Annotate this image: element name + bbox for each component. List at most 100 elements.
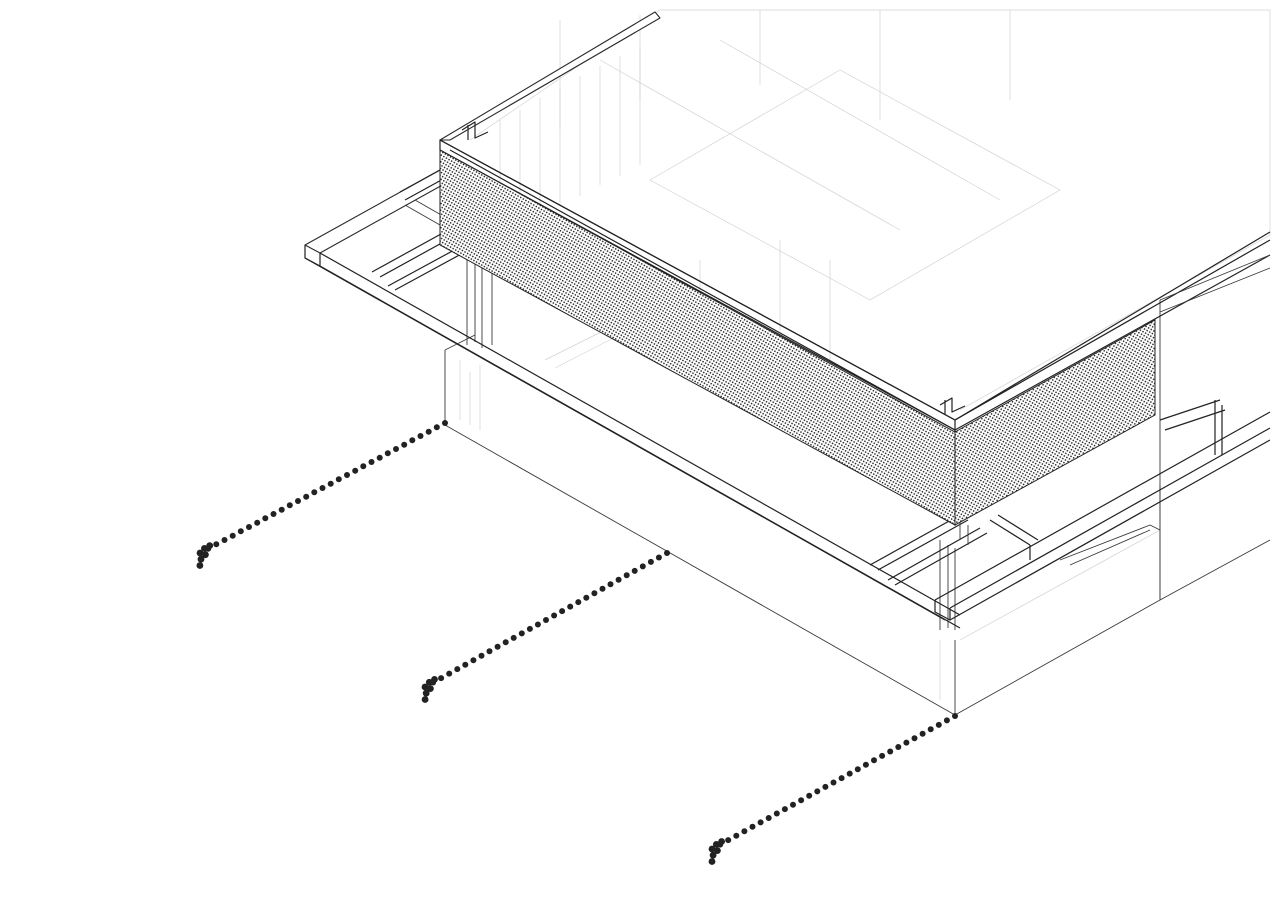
arrowhead-dot: [421, 683, 429, 691]
arrow-dot: [526, 625, 533, 632]
arrowhead-dot: [714, 847, 721, 854]
arrow-dot: [607, 581, 614, 588]
arrow-dot: [360, 463, 367, 470]
arrow-dot: [486, 648, 493, 655]
arrow-dot: [229, 532, 236, 539]
arrow-dot: [830, 779, 837, 786]
arrowhead-dot: [425, 678, 433, 686]
arrow-dot: [384, 450, 391, 457]
arrowhead-dot: [206, 542, 214, 549]
arrow-dot: [438, 675, 445, 682]
arrow-dot: [895, 744, 902, 750]
arrow-dot: [401, 441, 408, 448]
arrow-dot: [446, 670, 453, 677]
arrow-dot: [543, 617, 549, 623]
arrow-dot: [221, 537, 228, 543]
arrowhead-dot: [196, 562, 204, 569]
arrow-dot: [583, 594, 590, 601]
arrow-dot: [376, 454, 383, 461]
dotted-arrow: [196, 420, 448, 569]
arrow-dot: [433, 424, 440, 431]
arrow-dot: [911, 735, 918, 742]
arrow-dot: [599, 585, 606, 592]
dotted-arrow: [708, 713, 958, 865]
arrow-dot: [442, 420, 448, 426]
arrow-dot: [344, 472, 350, 478]
arrowhead-dot: [718, 838, 725, 845]
arrow-dot: [798, 797, 805, 804]
arrow-dot: [425, 428, 432, 435]
arrow-dot: [470, 657, 477, 664]
arrow-dot: [393, 446, 399, 452]
arrowhead-dot: [197, 555, 205, 563]
arrow-dot: [814, 788, 821, 795]
arrow-dot: [765, 815, 772, 821]
arrowhead-dot: [709, 851, 717, 859]
arrow-dot: [757, 819, 764, 826]
arrow-dot: [862, 761, 869, 768]
arrowhead-dot: [708, 858, 716, 865]
arrow-dot: [919, 730, 926, 737]
arrow-dot: [510, 634, 517, 641]
arrowhead-dot: [712, 841, 720, 848]
arrow-dot: [575, 599, 582, 606]
arrowhead-dot: [196, 549, 204, 557]
ghost-mullions: [499, 46, 641, 240]
arrow-dot: [454, 666, 461, 673]
arrow-dot: [725, 837, 732, 844]
arrowhead-dot: [422, 689, 430, 697]
arrow-dot: [409, 437, 416, 444]
arrow-dot: [417, 433, 424, 439]
arrowhead-dot: [431, 676, 438, 683]
arrowhead-dot: [421, 696, 429, 703]
arrow-dot: [854, 766, 861, 773]
arrow-dot: [655, 554, 662, 561]
arrow-dot: [494, 643, 501, 650]
arrow-dot: [462, 661, 469, 668]
arrow-dot: [559, 608, 566, 615]
arrow-dot: [935, 721, 942, 728]
arrow-dot: [741, 828, 748, 835]
arrow-dot: [295, 498, 301, 504]
lower-wall: [1059, 524, 1161, 566]
arrowhead-dot: [202, 551, 209, 559]
arrow-dot: [502, 639, 509, 646]
left-frame: [304, 169, 961, 629]
arrow-dot: [237, 528, 244, 535]
arrow-dot: [790, 801, 796, 808]
arrow-dot: [781, 806, 788, 813]
arrow-dot: [927, 726, 934, 733]
arrow-dot: [262, 515, 269, 522]
arrow-dot: [879, 752, 886, 759]
arrow-dot: [871, 757, 877, 764]
arrow-dot: [352, 467, 359, 474]
mesh-screen: [439, 149, 1156, 526]
roof-slab: [439, 11, 1271, 440]
arrow-dot: [319, 485, 326, 491]
arrow-dot: [806, 792, 813, 799]
arrow-dot: [623, 572, 630, 579]
arrow-dot: [631, 567, 638, 574]
arrow-dot: [478, 652, 485, 659]
arrow-dot: [952, 713, 958, 719]
arrow-dot: [838, 775, 845, 782]
arrow-dot: [943, 717, 950, 724]
arrow-dot: [551, 612, 558, 619]
arrow-dot: [303, 493, 310, 500]
arrow-dot: [903, 739, 910, 746]
arrow-dot: [749, 823, 756, 830]
arrow-dot: [335, 476, 342, 483]
corner-brackets: [461, 121, 966, 415]
arrow-dot: [615, 576, 622, 583]
dotted-arrows: [196, 420, 958, 865]
right-frame: [869, 399, 1271, 621]
arrow-dot: [213, 541, 220, 548]
arrow-dot: [278, 506, 285, 513]
arrow-dot: [664, 550, 670, 556]
arrow-dot: [534, 621, 541, 628]
plinth-inner: [459, 324, 626, 430]
dotted-arrow: [421, 550, 670, 703]
arrow-dot: [311, 489, 318, 496]
arrowhead-dot: [427, 685, 434, 692]
